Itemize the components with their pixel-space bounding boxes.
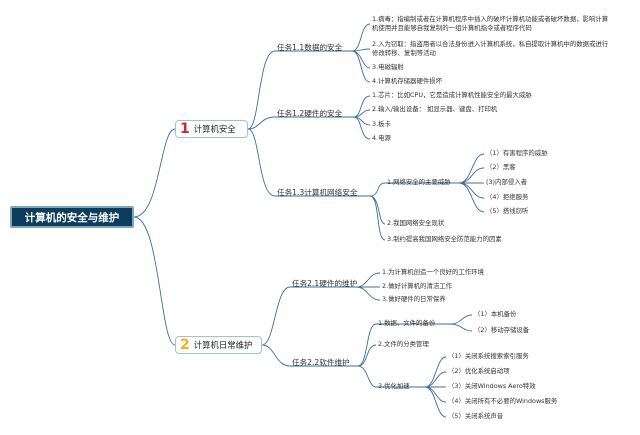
task-2-2: 任务2.2软件维护: [292, 358, 350, 367]
branch-number: 2: [180, 337, 190, 353]
task-2-1-item: 3.做好硬件的日常保养: [382, 295, 446, 303]
task-1-3-item: 3.制约提高我国网络安全防范能力的因素: [387, 235, 502, 243]
threat-item: (3)内部侵入者: [486, 178, 528, 186]
link-root-security: [133, 128, 176, 218]
backup-item: （1）本机备份: [474, 310, 517, 318]
file-management-label: 2.文件的分类管理: [378, 340, 429, 348]
branch-title: 计算机日常维护: [193, 340, 253, 350]
task-2-1-item: 1.为计算机创造一个良好的工作环境: [382, 268, 484, 276]
link-security-task3: [247, 128, 276, 197]
backup-item: （2）移动存储设备: [474, 326, 530, 334]
link-security-task2: [247, 116, 276, 130]
link-security-task1: [247, 50, 276, 130]
task-1-2-item: 2.输入/输出设备： 如显示器、键盘、打印机: [372, 105, 498, 113]
task-1-1-item: 3.电磁辐射: [372, 63, 404, 71]
task-1-2-item: 4.电源: [372, 134, 391, 142]
branch-maintenance: 2 计算机日常维护: [175, 336, 262, 354]
branch-security: 1 计算机安全: [175, 120, 248, 138]
root-node: 计算机的安全与维护: [10, 206, 134, 228]
task-1-1: 任务1.1数据的安全: [277, 43, 343, 52]
optimize-item: （3）关闭Windows Aero特效: [448, 382, 536, 390]
task-2-1-item: 2.做好计算机的清洁工作: [382, 282, 453, 290]
branch-number: 1: [180, 121, 190, 137]
task-1-2-item: 3.板卡: [372, 120, 391, 128]
optimize-item: （2）优化系统启动项: [448, 367, 510, 375]
optimize-item: （4）关闭所有不必要的Windows服务: [448, 397, 558, 405]
task-1-1-item: 4.计算机存储器硬件损坏: [372, 77, 443, 85]
task-1-1-item: 1.病毒：指编制或者在计算机程序中插入的破坏计算机功能或者破坏数据，影响计算机使…: [372, 15, 609, 32]
task-1-2: 任务1.2硬件的安全: [277, 109, 343, 118]
optimize-label: 3.优化加速: [378, 382, 410, 390]
backup-label: 1.数据、文件的备份: [378, 319, 436, 327]
link-root-maintenance: [133, 216, 176, 346]
optimize-item: （5）关闭系统声音: [448, 412, 504, 420]
threat-item: （1）有害程序的威胁: [486, 149, 548, 157]
task-1-3-item: 2.我国网络安全现状: [387, 219, 445, 227]
task-1-3: 任务1.3计算机网络安全: [277, 188, 358, 197]
threat-item: （5）搭线窃听: [486, 207, 529, 215]
task-1-1-item: 2.入为窃取：指盗用者以合法身份进入计算机系统，私自提取计算机中的数据或进行修改…: [372, 40, 609, 57]
threat-item: （4）拒绝服务: [486, 193, 529, 201]
network-threats-label: 1.网络安全的主要威胁: [387, 178, 451, 186]
branch-title: 计算机安全: [193, 124, 236, 134]
task-2-1: 任务2.1硬件的维护: [292, 279, 358, 288]
optimize-item: （1）关闭系统搜索索引服务: [448, 352, 529, 360]
threat-item: （2）黑客: [486, 163, 516, 171]
task-1-2-item: 1.芯片：比如CPU，它是造成计算机性能安全的最大威胁: [372, 91, 532, 99]
